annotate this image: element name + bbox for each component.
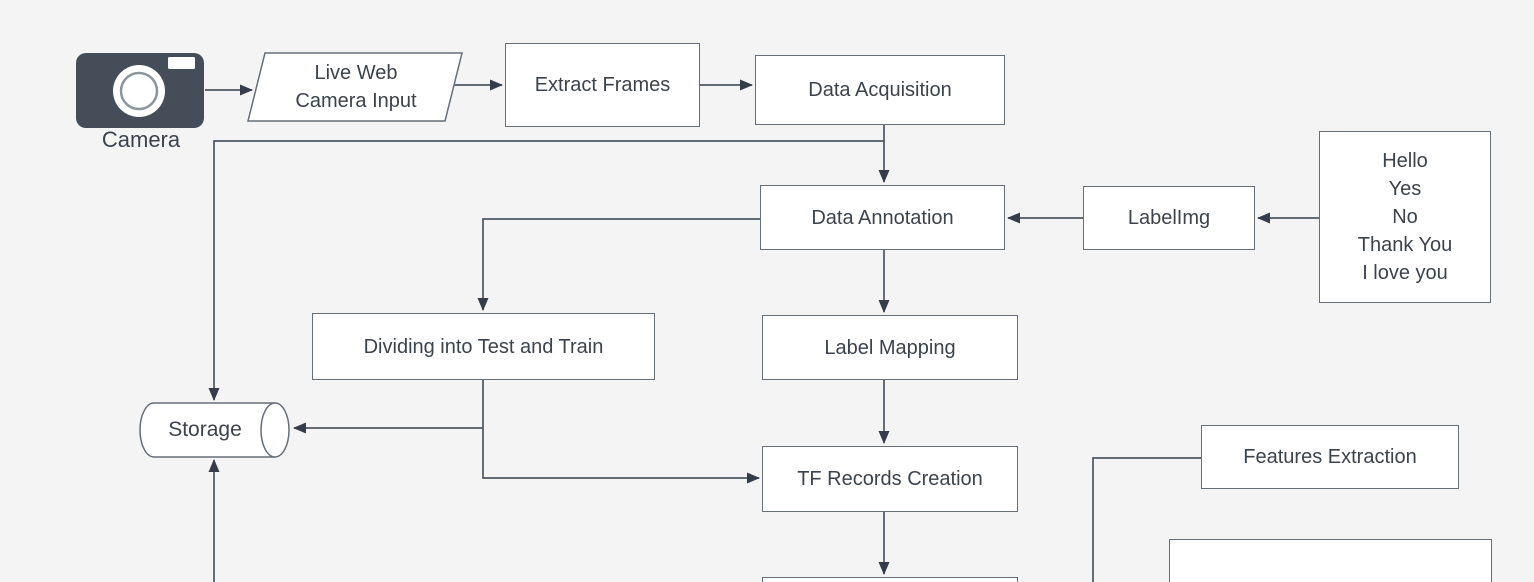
partial-box-bottom-right [1169, 539, 1492, 582]
storage-cylinder-shape [139, 402, 290, 458]
camera-label: Camera [101, 127, 181, 152]
tf-records-creation-node: TF Records Creation [762, 446, 1018, 512]
dividing-test-train-node: Dividing into Test and Train [312, 313, 655, 380]
edge-dividing-to-tf-records [482, 380, 760, 484]
features-extraction-node: Features Extraction [1201, 425, 1459, 489]
camera-icon [74, 51, 208, 136]
partial-box-bottom-center [762, 577, 1018, 582]
edge-data-acquisition-to-storage [208, 140, 884, 401]
edge-features-extraction-down [1092, 457, 1201, 582]
live-web-camera-input-shape [247, 52, 463, 122]
data-acquisition-node: Data Acquisition [755, 55, 1005, 125]
storage-node: Storage [168, 418, 242, 442]
label-mapping-node: Label Mapping [762, 315, 1018, 380]
labelimg-node: LabelImg [1083, 186, 1255, 250]
live-web-camera-input-node: Live Web Camera Input [295, 62, 417, 112]
class-labels-node: Hello Yes No Thank You I love you [1319, 131, 1491, 303]
edge-data-annotation-to-dividing [477, 218, 760, 311]
data-annotation-node: Data Annotation [760, 185, 1005, 250]
extract-frames-node: Extract Frames [505, 43, 700, 127]
